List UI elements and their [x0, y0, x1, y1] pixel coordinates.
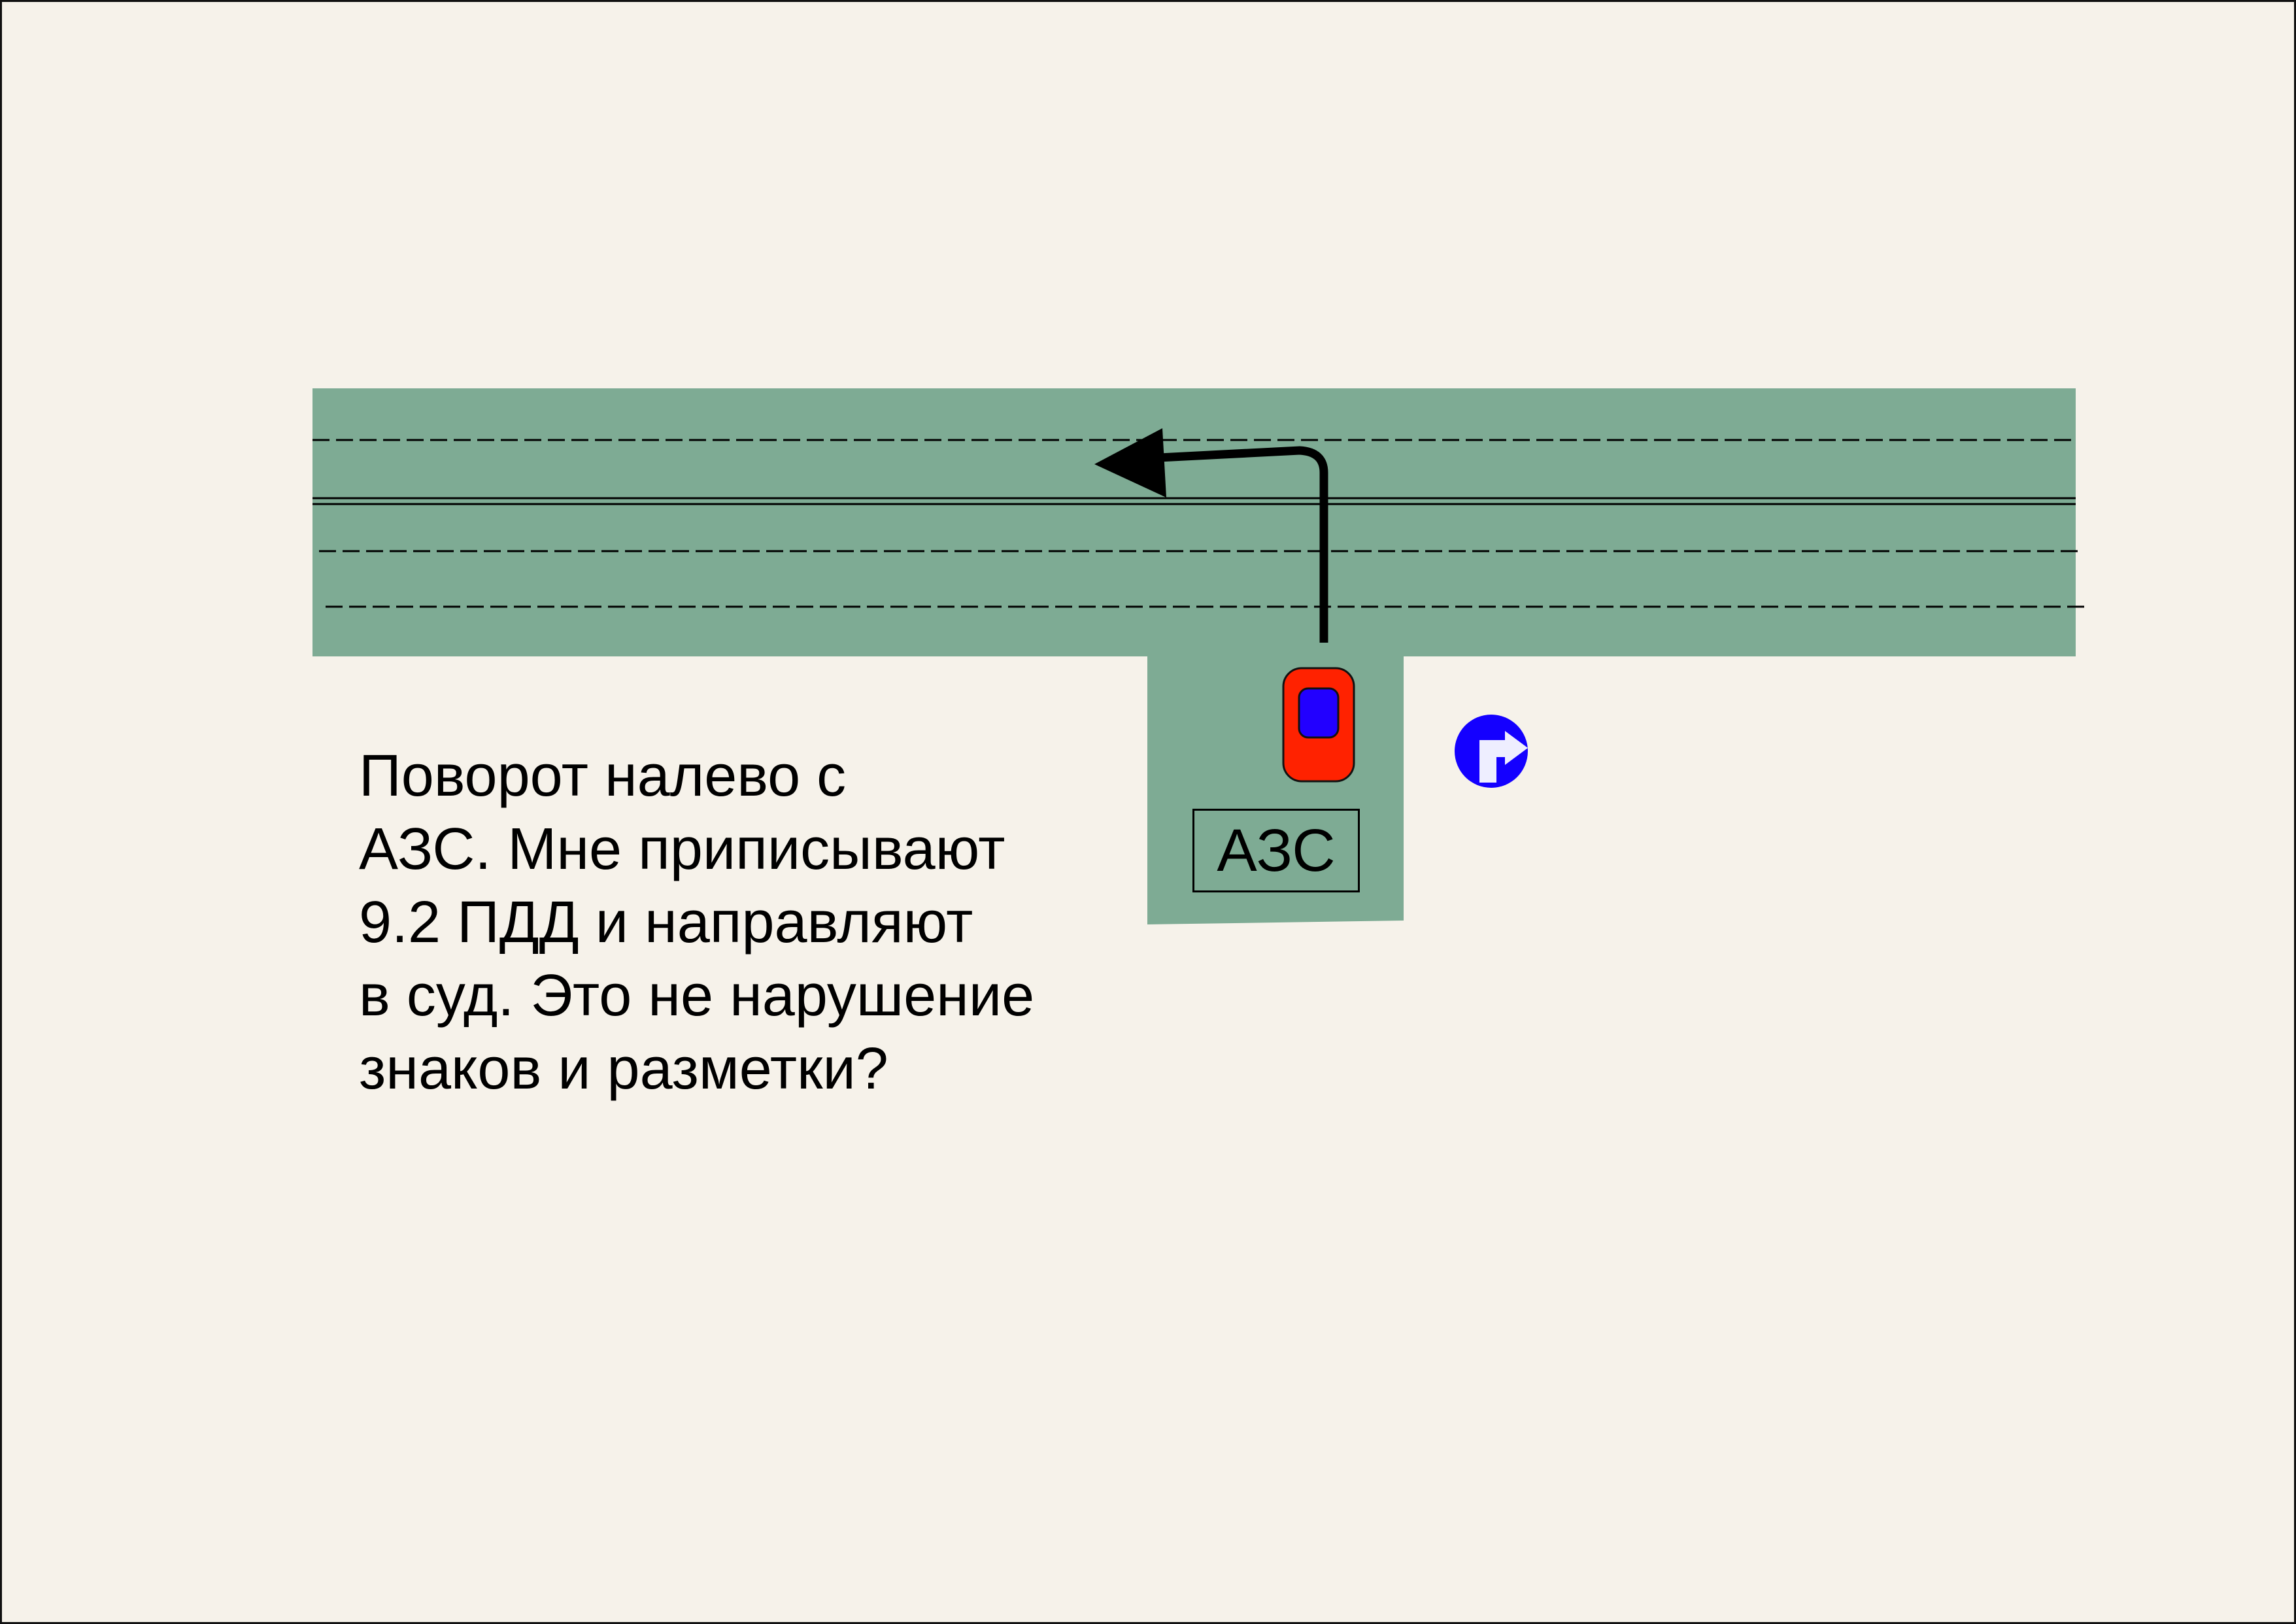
- car-roof: [1298, 687, 1340, 739]
- trajectory-arrow: [1158, 446, 1328, 643]
- arrow-head: [1094, 428, 1166, 498]
- question-text: Поворот налево с АЗС. Мне приписывают 9.…: [359, 743, 1035, 1102]
- turn-right-sign-icon: [1455, 715, 1528, 788]
- gas-station-label: АЗС: [1192, 809, 1360, 892]
- main-road: [312, 388, 2076, 656]
